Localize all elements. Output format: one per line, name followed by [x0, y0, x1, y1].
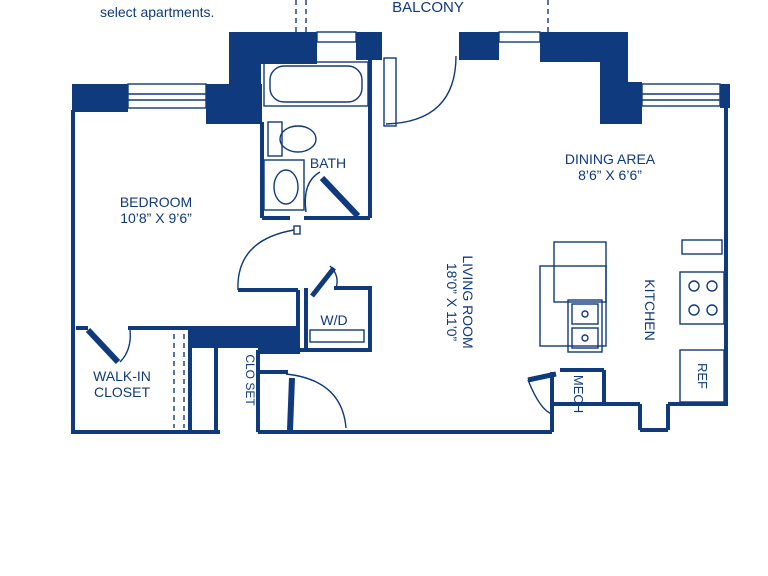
wall-block — [600, 82, 642, 124]
mech-label: MECH — [571, 374, 586, 414]
walk-in-line1: WALK-IN — [93, 368, 151, 384]
walk-in-line2: CLOSET — [93, 384, 150, 400]
wall-block — [459, 32, 499, 60]
window — [316, 31, 357, 43]
washer-dryer-label: W/D — [320, 312, 348, 328]
living-room-name: LIVING ROOM — [460, 255, 476, 349]
wall-lines — [71, 60, 728, 434]
door-swing — [385, 55, 457, 125]
window — [498, 31, 541, 43]
stove — [679, 271, 725, 325]
dining-area-size: 8’6” X 6’6” — [578, 167, 642, 183]
double-sink — [567, 299, 603, 353]
wall-block — [720, 84, 730, 108]
door-panel — [383, 57, 397, 127]
solid-walls — [72, 32, 730, 354]
closet-label: CLO SET — [243, 354, 257, 406]
walk-in-closet-label: WALK-IN CLOSET — [80, 368, 164, 400]
bedroom-label: BEDROOM 10’8” X 9’6” — [96, 194, 216, 226]
bathtub — [263, 61, 369, 107]
wall-block — [356, 32, 382, 60]
counter — [553, 241, 607, 303]
sink — [273, 169, 299, 205]
counter-island — [539, 265, 607, 347]
wall-block — [258, 326, 300, 354]
note-text: select apartments. — [100, 4, 215, 20]
bedroom-size: 10’8” X 9’6” — [120, 210, 192, 226]
dining-area-name: DINING AREA — [564, 151, 656, 167]
living-room-label: LIVING ROOM 18’0” X 11’0” — [444, 242, 476, 362]
window — [127, 83, 207, 109]
washer-dryer — [309, 329, 365, 343]
wall-block — [72, 84, 128, 112]
vanity — [263, 159, 305, 211]
wall-block — [206, 84, 262, 124]
toilet-bowl — [279, 125, 317, 153]
ref-label: REF — [695, 363, 710, 389]
dining-area-label: DINING AREA 8’6” X 6’6” — [548, 151, 672, 183]
toilet-tank — [267, 121, 283, 157]
counter — [681, 239, 723, 255]
refrigerator — [679, 349, 725, 403]
bath-label: BATH — [309, 155, 347, 171]
window — [641, 83, 721, 107]
kitchen-label: KITCHEN — [642, 279, 658, 341]
bathtub-inner — [269, 65, 363, 103]
balcony-label: BALCONY — [392, 0, 464, 16]
bedroom-name: BEDROOM — [119, 194, 193, 210]
fixtures — [85, 0, 725, 431]
living-room-size: 18’0” X 11’0” — [444, 262, 460, 342]
